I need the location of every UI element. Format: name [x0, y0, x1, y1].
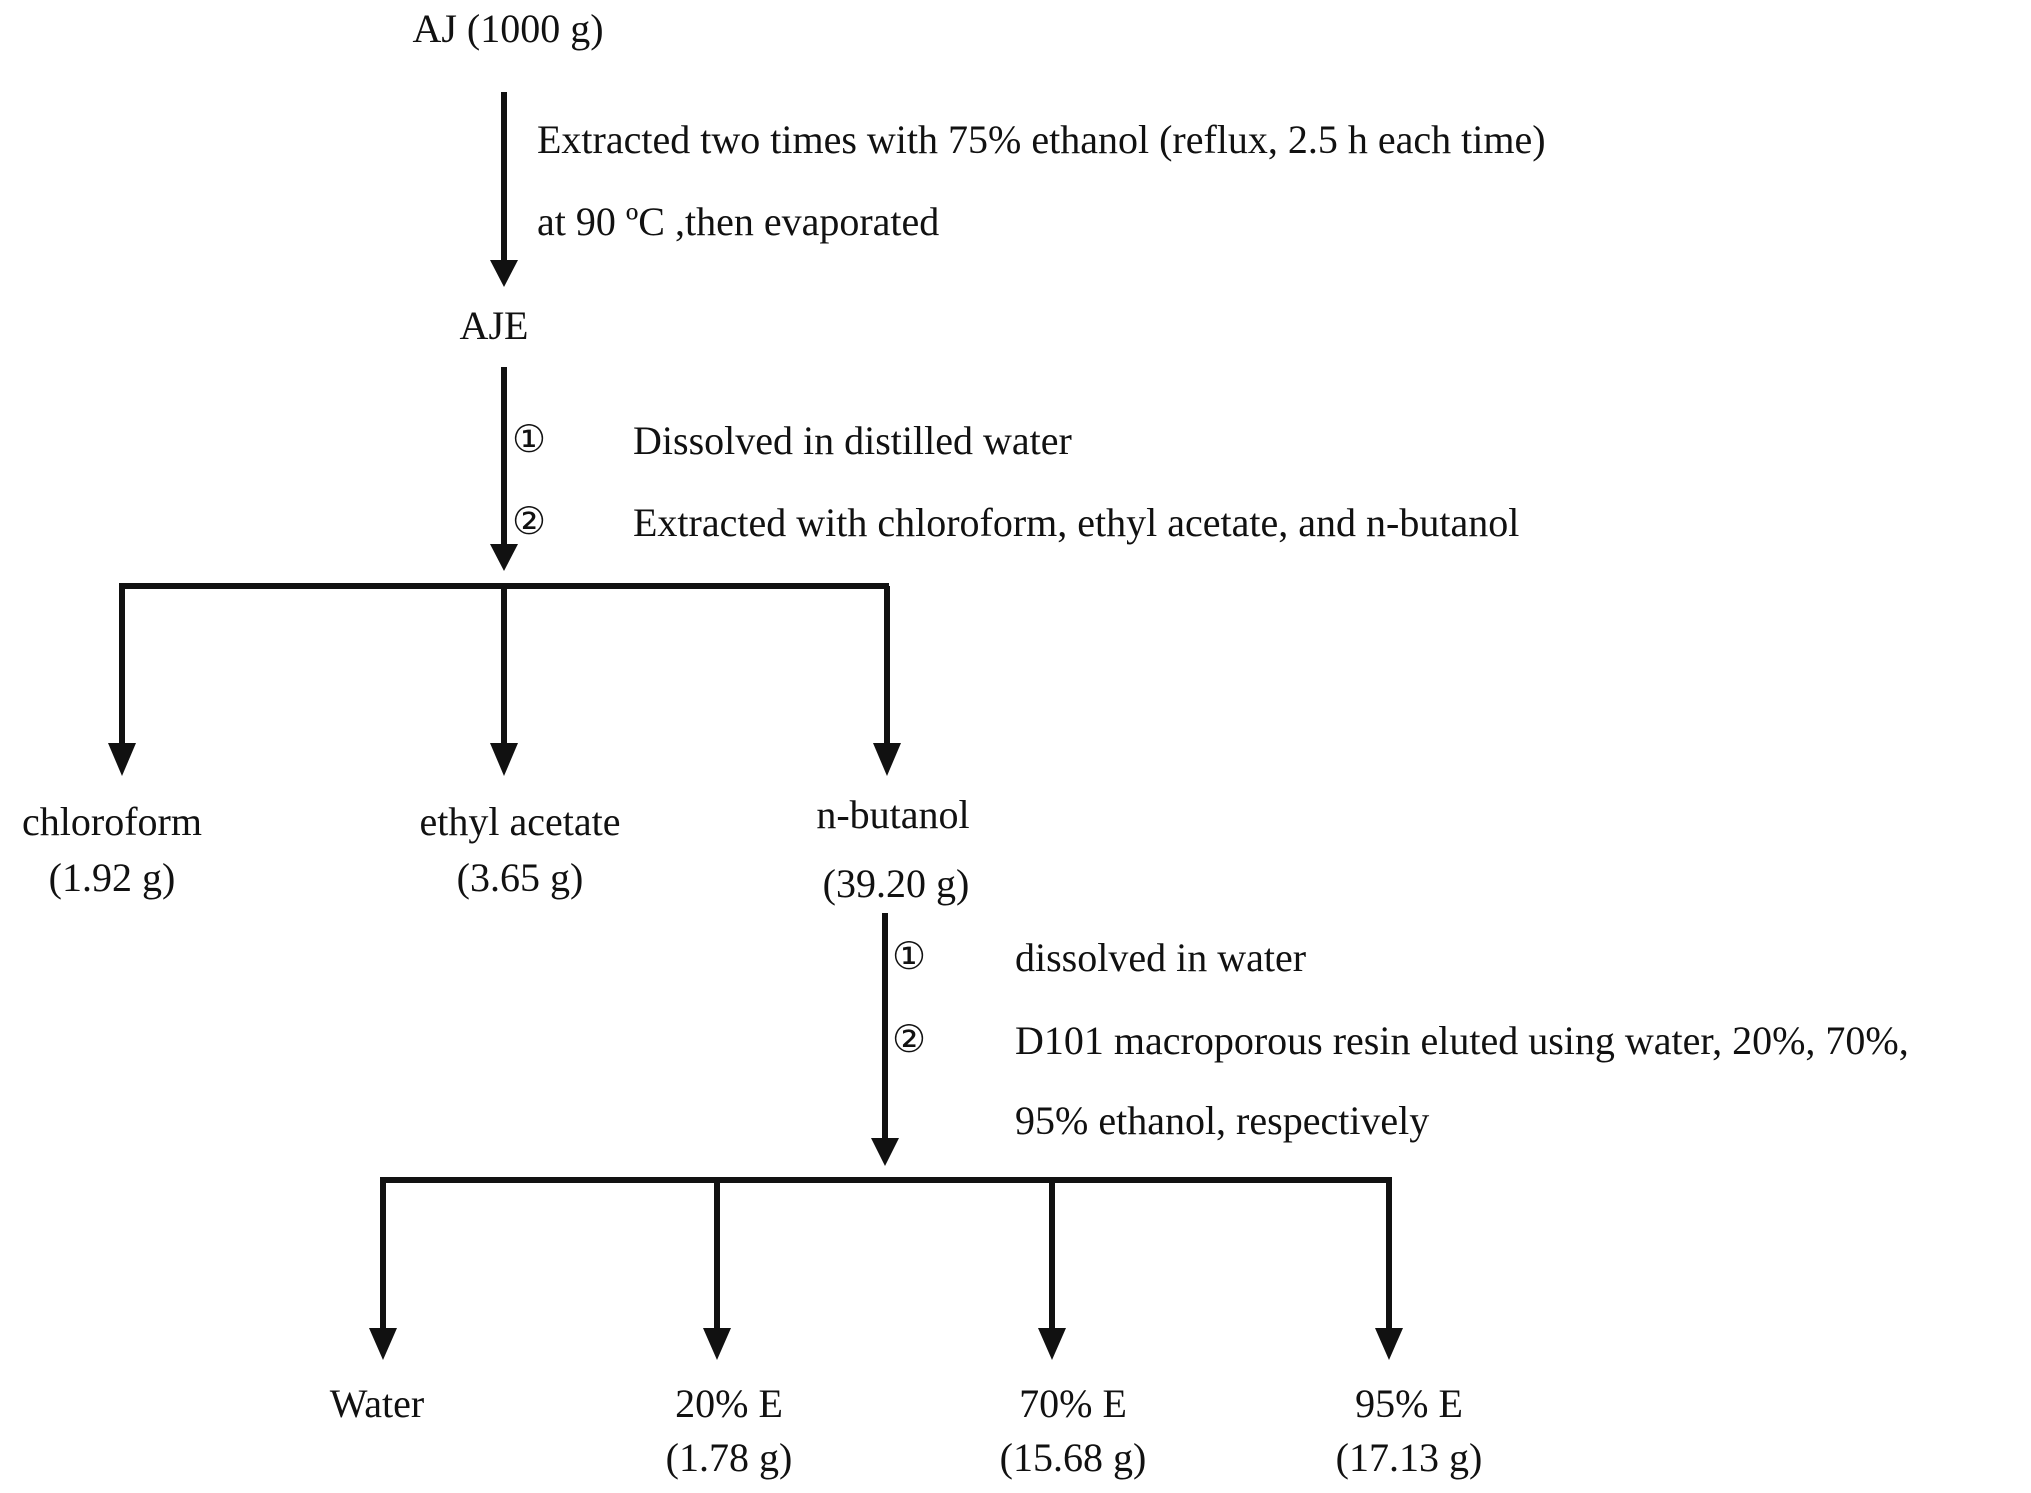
arrowhead-eluate-split	[871, 1138, 899, 1166]
arrowhead-split	[490, 544, 518, 571]
fraction-name-ethyl-acetate: ethyl acetate	[419, 799, 621, 844]
eluate-name-70e: 70% E	[1019, 1381, 1127, 1426]
arrowhead-chloroform	[108, 743, 136, 776]
step3-text-1: dissolved in water	[1015, 935, 1307, 980]
node-aj: AJ (1000 g)	[412, 6, 604, 51]
fraction-mass-chloroform: (1.92 g)	[48, 855, 176, 900]
fraction-name-n-butanol: n-butanol	[816, 792, 970, 837]
arrowhead-70e	[1038, 1328, 1066, 1360]
step2-text-2: Extracted with chloroform, ethyl acetate…	[633, 500, 1520, 545]
eluate-mass-95e: (17.13 g)	[1335, 1435, 1483, 1480]
fraction-name-chloroform: chloroform	[22, 799, 202, 844]
step1-line2: at 90 ºC ,then evaporated	[537, 199, 940, 244]
arrowhead-water	[369, 1328, 397, 1360]
step3-text-2-line2: 95% ethanol, respectively	[1015, 1098, 1430, 1143]
arrowhead-aje	[490, 260, 518, 287]
node-aje: AJE	[459, 303, 529, 348]
eluate-mass-70e: (15.68 g)	[999, 1435, 1147, 1480]
eluate-name-95e: 95% E	[1355, 1381, 1463, 1426]
step3-marker-1: ①	[892, 934, 927, 978]
step3-marker-2: ②	[892, 1017, 927, 1061]
fraction-mass-n-butanol: (39.20 g)	[822, 861, 970, 906]
eluate-mass-20e: (1.78 g)	[665, 1435, 793, 1480]
arrowhead-95e	[1375, 1328, 1403, 1360]
fraction-mass-ethyl-acetate: (3.65 g)	[456, 855, 584, 900]
step2-marker-2: ②	[512, 499, 547, 543]
arrowhead-ethyl-acetate	[490, 743, 518, 776]
step2-marker-1: ①	[512, 417, 547, 461]
eluate-name-water: Water	[329, 1381, 425, 1426]
step2-text-1: Dissolved in distilled water	[633, 418, 1072, 463]
step3-text-2-line1: D101 macroporous resin eluted using wate…	[1015, 1018, 1909, 1063]
step1-line1: Extracted two times with 75% ethanol (re…	[537, 117, 1546, 162]
arrowhead-20e	[703, 1328, 731, 1360]
eluate-name-20e: 20% E	[675, 1381, 783, 1426]
arrowhead-n-butanol	[873, 743, 901, 776]
